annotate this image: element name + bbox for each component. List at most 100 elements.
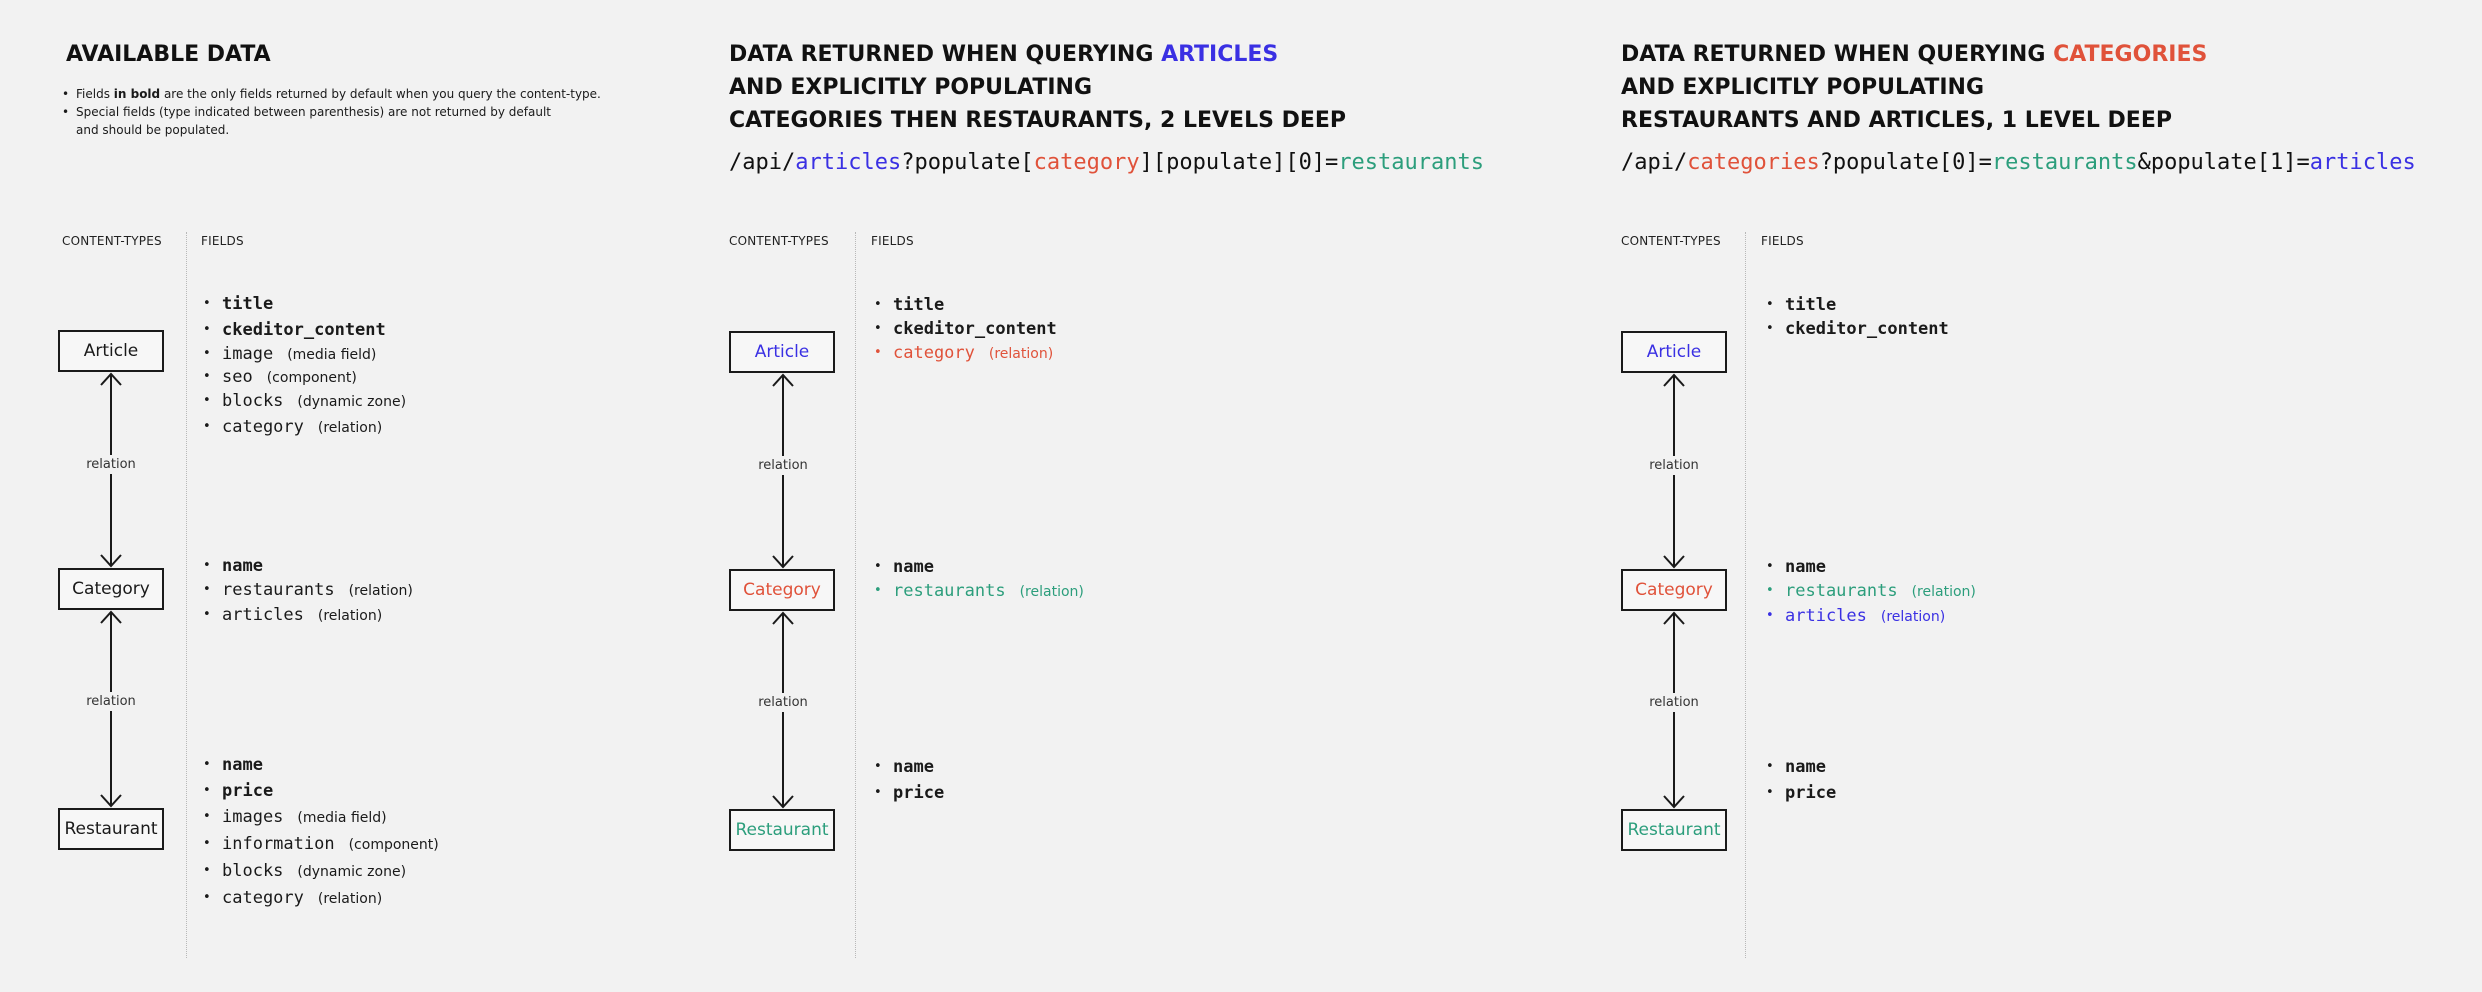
panel3-api-url: /api/categories?populate[0]=restaurants&… [1621, 150, 2416, 175]
field-item: images(media field) [202, 804, 439, 831]
panel3-fields-header: FIELDS [1761, 234, 1804, 248]
panel2-restaurant-box: Restaurant [729, 809, 835, 851]
panel3-article-fields: title ckeditor_content [1765, 293, 1949, 341]
field-item: title [873, 293, 1057, 317]
field-type: (relation) [1911, 584, 1976, 600]
panel3-restaurant-fields: name price [1765, 754, 1836, 806]
field-type: (relation) [317, 420, 383, 436]
field-name: blocks [222, 861, 284, 881]
field-type: (dynamic zone) [297, 864, 407, 880]
field-type: (relation) [317, 891, 383, 907]
field-item: ckeditor_content [873, 317, 1057, 341]
field-item: articles (relation) [1765, 604, 1976, 629]
field-item: name [202, 554, 413, 578]
panel3-relation-label-top: relation [1649, 456, 1699, 475]
field-type: (media field) [297, 810, 387, 826]
field-item: image (media field) [202, 343, 406, 366]
field-type: (component) [266, 370, 357, 386]
field-name: ckeditor_content [222, 320, 386, 340]
field-type: (relation) [1019, 584, 1084, 600]
field-item: name [202, 752, 439, 778]
panel2-divider [855, 232, 856, 958]
field-name: restaurants [1785, 581, 1898, 601]
panel1-title: AVAILABLE DATA [66, 42, 271, 67]
field-item: blocks (dynamic zone) [202, 389, 406, 414]
panel1-content-types-header: CONTENT-TYPES [62, 234, 162, 248]
panel2-content-types-header: CONTENT-TYPES [729, 234, 829, 248]
field-name: name [222, 556, 263, 576]
panel2-article-box: Article [729, 331, 835, 373]
panel2-category-fields: name restaurants (relation) [873, 555, 1084, 604]
field-name: price [1785, 783, 1837, 803]
field-type: (dynamic zone) [297, 394, 407, 410]
field-name: ckeditor_content [1785, 319, 1949, 339]
field-item: restaurants (relation) [873, 579, 1084, 604]
field-item: name [873, 555, 1084, 579]
field-name: ckeditor_content [893, 319, 1057, 339]
panel2-title: DATA RETURNED WHEN QUERYING ARTICLES AND… [729, 42, 1347, 133]
field-name: category [222, 417, 304, 437]
note-special-fields: Special fields (type indicated between p… [60, 103, 620, 139]
field-item: category (relation) [202, 885, 439, 912]
panel2-api-url: /api/articles?populate[category][populat… [729, 150, 1485, 175]
field-item: price [202, 778, 439, 804]
field-name: title [1785, 295, 1837, 315]
field-name: blocks [222, 391, 284, 411]
panel3-content-types-header: CONTENT-TYPES [1621, 234, 1721, 248]
field-type: (relation) [317, 608, 383, 624]
panel1-category-fields: name restaurants (relation) articles (relati… [202, 554, 413, 628]
panel1-relation-label-top: relation [86, 455, 136, 474]
field-item: category (relation) [202, 414, 406, 441]
field-item: name [1765, 555, 1976, 579]
panel2-relation-label-top: relation [758, 456, 808, 475]
panel3-title: DATA RETURNED WHEN QUERYING CATEGORIES A… [1621, 42, 2208, 133]
field-type: (component) [348, 837, 439, 853]
panel1-restaurant-fields: name price images(media field)information(… [202, 752, 439, 912]
field-item: blocks (dynamic zone) [202, 858, 439, 885]
field-item: price [873, 780, 944, 806]
field-name: articles [1785, 606, 1867, 626]
field-name: title [893, 295, 945, 315]
panel2-fields-header: FIELDS [871, 234, 914, 248]
field-item: category (relation) [873, 341, 1057, 366]
field-item: name [1765, 754, 1836, 780]
field-name: name [893, 557, 934, 577]
field-item: price [1765, 780, 1836, 806]
panel1-restaurant-box: Restaurant [58, 808, 164, 850]
field-name: category [893, 343, 975, 363]
field-type: (relation) [1880, 609, 1946, 625]
field-item: seo (component) [202, 366, 406, 389]
field-name: category [222, 888, 304, 908]
panel2-relation-label-bottom: relation [758, 693, 808, 712]
field-name: name [1785, 557, 1826, 577]
field-item: ckeditor_content [1765, 317, 1949, 341]
field-item: ckeditor_content [202, 317, 406, 343]
field-name: price [893, 783, 945, 803]
field-name: name [893, 757, 934, 777]
panel3-relation-arrows [1663, 373, 1685, 809]
field-item: information(component) [202, 831, 439, 858]
field-type: (relation) [988, 346, 1054, 362]
panel2-category-box: Category [729, 569, 835, 611]
panel2-restaurant-fields: name price [873, 754, 944, 806]
field-name: name [222, 755, 263, 775]
field-item: restaurants (relation) [1765, 579, 1976, 604]
field-item: articles (relation) [202, 603, 413, 628]
field-type: (relation) [348, 583, 413, 599]
panel1-relation-label-bottom: relation [86, 692, 136, 711]
field-item: restaurants (relation) [202, 578, 413, 603]
panel1-divider [186, 232, 187, 958]
field-name: articles [222, 605, 304, 625]
panel3-divider [1745, 232, 1746, 958]
field-type: (media field) [287, 347, 377, 363]
field-name: seo [222, 367, 253, 387]
field-name: title [222, 294, 274, 314]
panel1-fields-header: FIELDS [201, 234, 244, 248]
field-name: image [222, 344, 274, 364]
field-item: name [873, 754, 944, 780]
field-name: price [222, 781, 274, 801]
panel1-category-box: Category [58, 568, 164, 610]
field-name: restaurants [222, 580, 335, 600]
field-name: restaurants [893, 581, 1006, 601]
panel1-article-fields: title ckeditor_contentimage (media field) s… [202, 291, 406, 441]
